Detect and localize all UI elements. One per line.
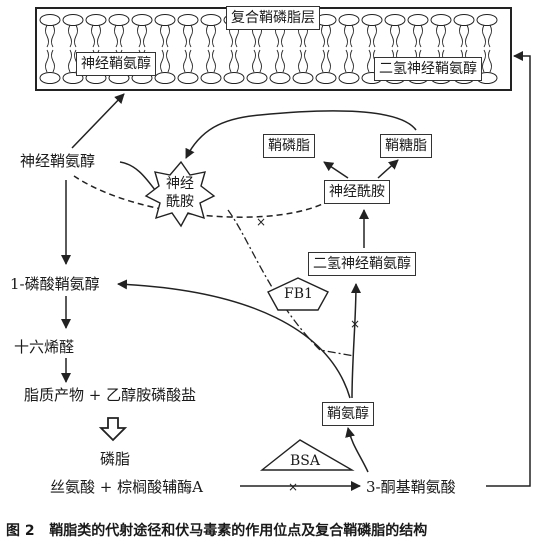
dihydroceramide-node: 二氢神经鞘氨醇 (308, 252, 416, 276)
bsa-inhibition-mark: × (288, 480, 298, 494)
lipid-tail-top (367, 24, 377, 48)
lipid-tail-top (344, 24, 354, 48)
hexadecenal-node: 十六烯醛 (14, 338, 75, 356)
sphingomyelin-node: 鞘磷脂 (263, 134, 315, 158)
lipid-head-top (85, 14, 107, 26)
caption-text: 鞘脂类的代射途径和伏马毒素的作用位点及复合鞘磷脂的结构 (49, 523, 428, 539)
lipid-tail-bottom (206, 49, 216, 73)
lipid-tail-bottom (344, 49, 354, 73)
s1p-node: 1-磷酸鞘氨醇 (10, 275, 100, 293)
sphingosine-node: 神经鞘氨醇 (20, 152, 96, 170)
ceramide-node: 神经酰胺 (324, 180, 390, 204)
lipid-tail-bottom (275, 49, 285, 73)
dashed-route-ceramide-to-sphingosine (73, 175, 331, 218)
ceramide-star-label-2: 酰胺 (166, 194, 194, 210)
lipid-tail-bottom (321, 49, 331, 73)
lipid-head-top (131, 14, 153, 26)
lipid-tail-top (160, 24, 170, 48)
lipid-tail-top (45, 24, 55, 48)
arrow-ceramide-to-gsl (377, 159, 399, 179)
lipid-tail-top (91, 24, 101, 48)
lipid-tail-bottom (160, 49, 170, 73)
membrane-right-label: 二氢神经鞘氨醇 (374, 57, 482, 81)
lipid-tail-top (413, 24, 423, 48)
lipid-head-top (338, 14, 360, 26)
lipid-tail-top (68, 24, 78, 48)
fb1-pentagon (267, 277, 329, 311)
lipid-head-top (476, 14, 498, 26)
lipid-tail-top (114, 24, 124, 48)
fb1-label: FB1 (284, 286, 313, 302)
substrates-node: 丝氨酸 + 棕榈酸辅酶A (50, 478, 203, 496)
lipid-tail-top (390, 24, 400, 48)
lipid-head-bottom (200, 72, 222, 84)
arrow-keto-to-sphinganine (345, 427, 369, 473)
sphinganine-node: 鞘氨醇 (322, 402, 374, 426)
membrane-title: 复合鞘磷脂层 (226, 6, 320, 30)
lipid-head-top (407, 14, 429, 26)
caption-prefix: 图 2 (6, 523, 35, 539)
lipid-tail-bottom (45, 49, 55, 73)
lipid-head-bottom (223, 72, 245, 84)
lipid-head-top (39, 14, 61, 26)
lipid-head-bottom (292, 72, 314, 84)
lipid-tail-top (321, 24, 331, 48)
lipid-head-bottom (269, 72, 291, 84)
lipid-tail-bottom (482, 49, 492, 73)
lipid-head-bottom (315, 72, 337, 84)
lipid-head-bottom (246, 72, 268, 84)
ceramide-star-shape (144, 160, 216, 228)
lipid-tail-bottom (183, 49, 193, 73)
lipid-head-top (177, 14, 199, 26)
lipid-tail-bottom (298, 49, 308, 73)
lipid-tail-top (206, 24, 216, 48)
lipid-head-top (154, 14, 176, 26)
arrow-sphinganine-to-dihydro (350, 283, 361, 399)
lipid-tail-bottom (229, 49, 239, 73)
lipid-head-top (384, 14, 406, 26)
arrow-gsl-to-ceramide-star (185, 110, 417, 159)
ceramide-inhibition-mark: × (256, 215, 266, 229)
lipid-head-bottom (338, 72, 360, 84)
bsa-label: BSA (290, 453, 320, 469)
ketosphinganine-node: 3-酮基鞘氨酸 (366, 478, 456, 496)
bsa-triangle (259, 439, 355, 471)
lipid-head-bottom (39, 72, 61, 84)
lipid-head-top (430, 14, 452, 26)
lipid-head-bottom (177, 72, 199, 84)
lipid-head-bottom (154, 72, 176, 84)
ceramide-star-label-1: 神经 (166, 176, 194, 192)
lipid-head-top (108, 14, 130, 26)
lipid-head-top (361, 14, 383, 26)
lipid-tail-top (436, 24, 446, 48)
lipid-head-top (62, 14, 84, 26)
lipid-tail-top (137, 24, 147, 48)
lipid-head-top (453, 14, 475, 26)
hollow-down-arrow (98, 417, 128, 442)
arrow-sphingosine-to-membrane (71, 93, 125, 149)
dashdot-fb1-to-sphinganine (227, 209, 355, 357)
figure-caption: 图 2 鞘脂类的代射途径和伏马毒素的作用位点及复合鞘磷脂的结构 (6, 520, 427, 540)
arrow-keto-to-membrane (486, 51, 531, 487)
lipid-head-top (200, 14, 222, 26)
arrow-ceramide-to-sm (323, 161, 349, 179)
lipid-tail-top (459, 24, 469, 48)
phospholipid-node: 磷脂 (100, 450, 131, 468)
lipid-tail-bottom (252, 49, 262, 73)
lipid-tail-top (183, 24, 193, 48)
fb1-inhibition-mark: × (350, 317, 360, 331)
lipid-products-node: 脂质产物 + 乙醇胺磷酸盐 (24, 386, 197, 404)
lipid-tail-top (482, 24, 492, 48)
glycosphingolipid-node: 鞘糖脂 (380, 134, 432, 158)
membrane-left-label: 神经鞘氨醇 (76, 52, 156, 76)
arrow-sphinganine-to-s1p (117, 279, 351, 399)
